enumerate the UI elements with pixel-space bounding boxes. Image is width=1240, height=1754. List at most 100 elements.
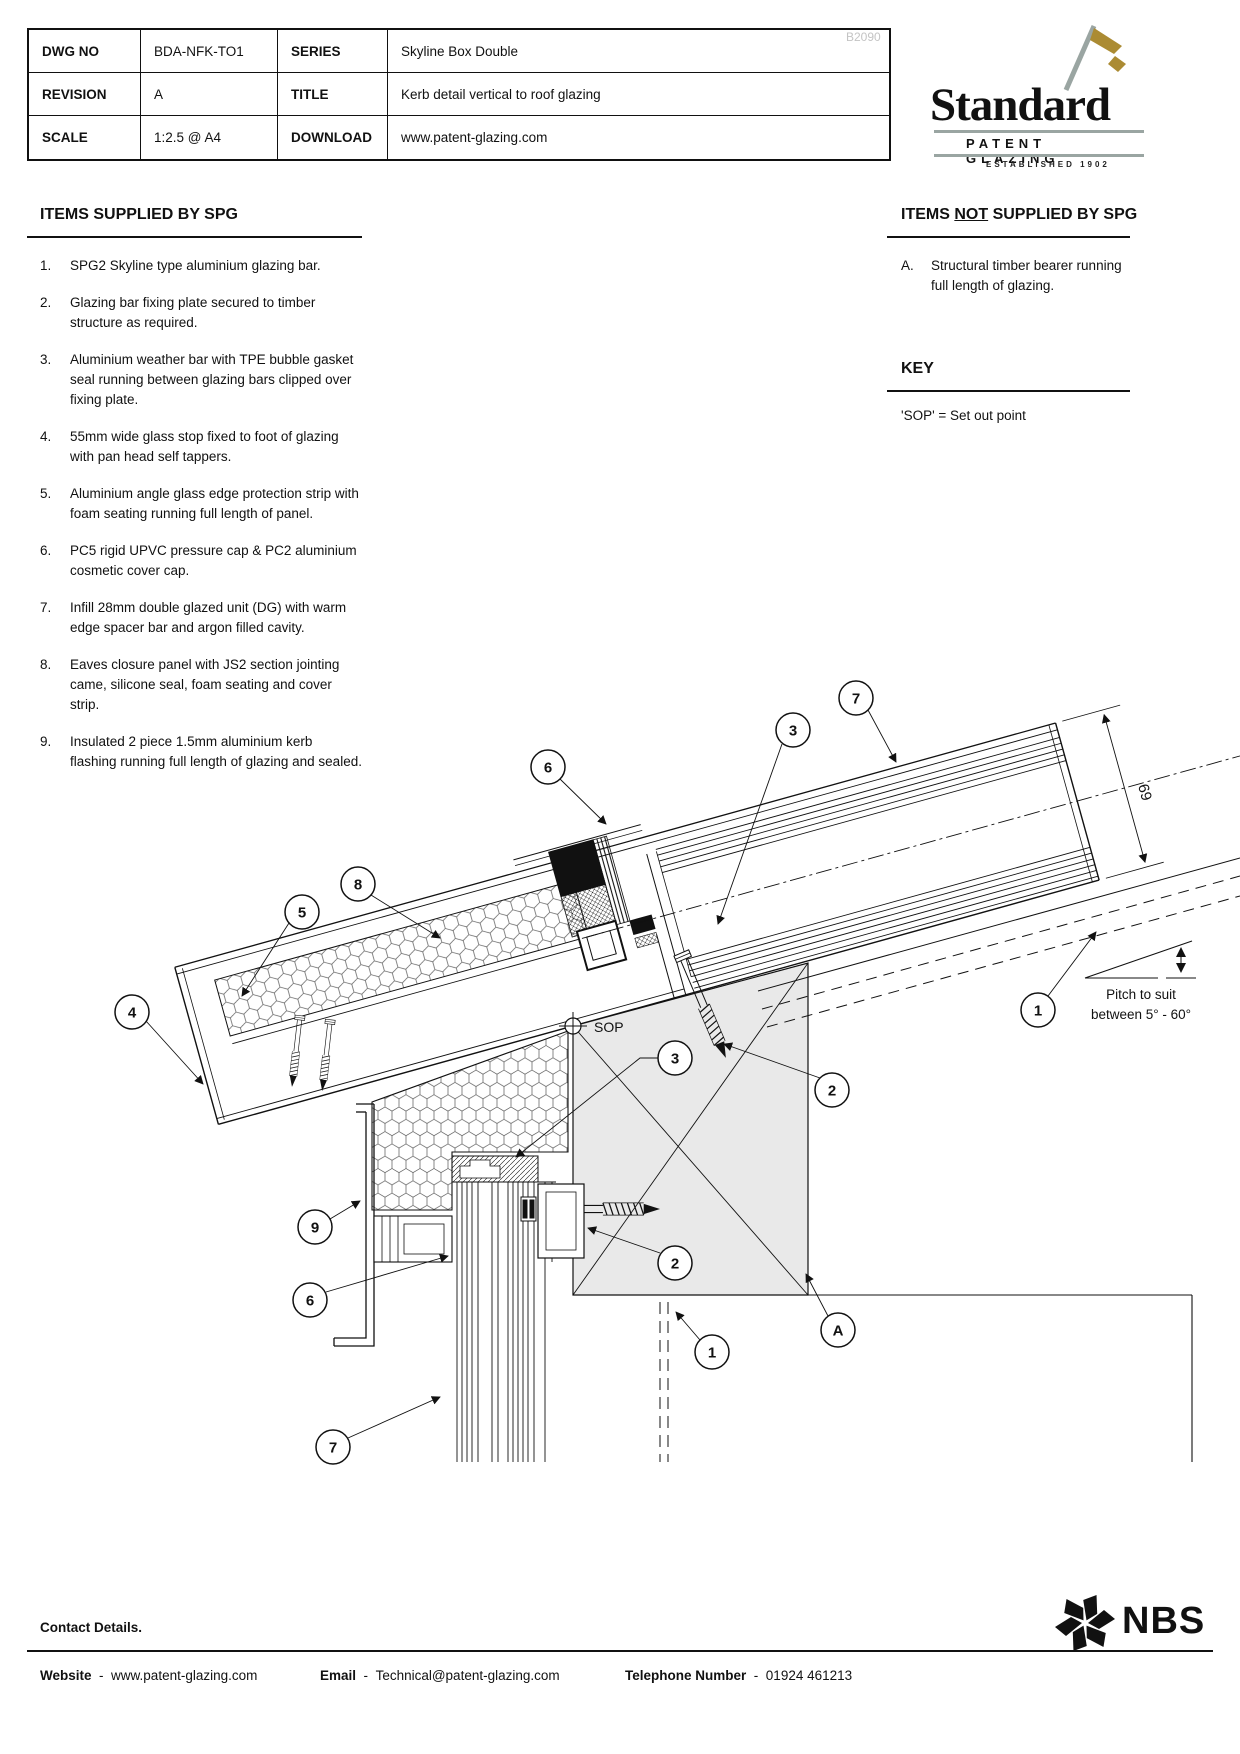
svg-text:3: 3 (671, 1051, 679, 1068)
svg-text:1: 1 (708, 1345, 716, 1362)
list-item: 4.55mm wide glass stop fixed to foot of … (40, 429, 339, 464)
pitch-text-line2: between 5° - 60° (1091, 1007, 1191, 1022)
dimension-text: 69 (1135, 782, 1156, 803)
pitch-indicator (1084, 940, 1196, 979)
kerb-flashing (333, 1103, 375, 1347)
download-value[interactable]: www.patent-glazing.com (401, 130, 548, 145)
items-supplied-heading: ITEMS SUPPLIED BY SPG (40, 206, 238, 223)
callout-4: 4 (114, 994, 150, 1030)
logo-rule-bottom (934, 154, 1144, 157)
glass-stop (373, 1215, 453, 1263)
key-text: 'SOP' = Set out point (901, 408, 1026, 423)
items-not-supplied-section: ITEMS NOT SUPPLIED BY SPG A.Structural t… (887, 206, 1151, 313)
list-item: 6.PC5 rigid UPVC pressure cap & PC2 alum… (40, 543, 357, 578)
callout-5: 5 (284, 894, 320, 930)
footer-phone: Telephone Number - 01924 461213 (625, 1668, 853, 1683)
logo-wordmark: Standard (930, 79, 1111, 131)
items-supplied-rule (27, 236, 362, 238)
items-supplied-list: 1.SPG2 Skyline type aluminium glazing ba… (40, 256, 375, 772)
list-item: 5.Aluminium angle glass edge protection … (40, 486, 359, 521)
title-block: DWG NO BDA-NFK-TO1 SERIES Skyline Box Do… (27, 28, 891, 161)
phone-value: 01924 461213 (765, 1668, 853, 1683)
callout-2-lower: 2 (657, 1245, 693, 1281)
revision-value: A (141, 73, 278, 116)
footer-email: Email - Technical@patent-glazing.com (320, 1668, 560, 1683)
scale-label: SCALE (29, 116, 141, 159)
footer-rule (27, 1650, 1213, 1652)
series-value: Skyline Box Double (388, 30, 889, 73)
svg-text:6: 6 (544, 760, 552, 777)
website-link[interactable]: www.patent-glazing.com (111, 1668, 258, 1683)
flag-icon (1063, 24, 1126, 92)
list-item: A.Structural timber bearer running full … (901, 258, 1122, 293)
key-section: KEY 'SOP' = Set out point (887, 360, 1151, 423)
footer-website: Website - www.patent-glazing.com (40, 1668, 258, 1683)
scale-value: 1:2.5 @ A4 (141, 116, 278, 159)
nbs-logo-text: NBS (1122, 1600, 1206, 1642)
kerb-insulation (371, 1030, 569, 1211)
double-glazed-unit (655, 737, 1099, 989)
svg-text:9: 9 (311, 1220, 319, 1237)
svg-text:7: 7 (852, 691, 860, 708)
callout-leaders (145, 709, 1097, 1439)
download-label: DOWNLOAD (278, 116, 388, 159)
callout-2-upper: 2 (814, 1072, 850, 1108)
sop-label: SOP (594, 1019, 624, 1035)
svg-text:8: 8 (354, 877, 362, 894)
pitch-text-line1: Pitch to suit (1106, 987, 1176, 1002)
callouts: 7 3 6 8 5 4 1 2 3 9 2 A 1 6 7 (114, 680, 1056, 1465)
key-rule (887, 390, 1130, 392)
list-item: 3.Aluminium weather bar with TPE bubble … (40, 352, 354, 407)
centre-line (581, 749, 1240, 939)
company-logo: Standard PATENT GLAZING ESTABLISHED 1902 (930, 24, 1148, 174)
list-item: 9.Insulated 2 piece 1.5mm aluminium kerb… (40, 734, 362, 769)
callout-3-roof: 3 (775, 712, 811, 748)
vertical-glazing-assembly (333, 1030, 585, 1462)
svg-text:1: 1 (1034, 1003, 1042, 1020)
svg-text:5: 5 (298, 905, 306, 922)
glazing-bar-section (548, 835, 692, 999)
svg-text:3: 3 (789, 723, 797, 740)
svg-text:A: A (833, 1323, 844, 1340)
items-not-supplied-heading: ITEMS NOT SUPPLIED BY SPG (901, 206, 1138, 223)
callout-1-bottom: 1 (694, 1334, 730, 1370)
svg-text:2: 2 (671, 1256, 679, 1273)
callout-6-bottom: 6 (292, 1282, 328, 1318)
fixing-plate (520, 1183, 585, 1259)
roof-glazing-assembly: 69 (174, 704, 1240, 1126)
callout-6-roof: 6 (530, 749, 566, 785)
contact-details-heading: Contact Details. (40, 1620, 143, 1635)
callout-8: 8 (340, 866, 376, 902)
title-value: Kerb detail vertical to roof glazing (388, 73, 889, 116)
callout-9: 9 (297, 1209, 333, 1245)
vertical-glass-lines (452, 1181, 556, 1462)
list-item: 2.Glazing bar fixing plate secured to ti… (40, 295, 316, 330)
title-label: TITLE (278, 73, 388, 116)
sop-marker (559, 1012, 587, 1040)
callout-3-mid: 3 (657, 1040, 693, 1076)
svg-text:6: 6 (306, 1293, 314, 1310)
dwg-no-value: BDA-NFK-TO1 (141, 30, 278, 73)
logo-rule-top (934, 130, 1144, 133)
items-not-supplied-rule (887, 236, 1130, 238)
support-structure (659, 857, 1240, 1462)
list-item: 8.Eaves closure panel with JS2 section j… (40, 657, 340, 712)
callout-1-right: 1 (1020, 992, 1056, 1028)
series-label: SERIES (278, 30, 388, 73)
email-link[interactable]: Technical@patent-glazing.com (375, 1668, 560, 1683)
svg-text:7: 7 (329, 1440, 337, 1457)
watermark: B2090 (846, 30, 881, 44)
list-item: 1.SPG2 Skyline type aluminium glazing ba… (40, 258, 321, 273)
callout-7-bottom: 7 (315, 1429, 351, 1465)
dimension-69: 69 (1062, 704, 1164, 879)
dwg-no-label: DWG NO (29, 30, 141, 73)
items-supplied-section: ITEMS SUPPLIED BY SPG 1.SPG2 Skyline typ… (27, 206, 375, 789)
logo-established: ESTABLISHED 1902 (986, 160, 1110, 169)
revision-label: REVISION (29, 73, 141, 116)
svg-text:4: 4 (128, 1005, 137, 1022)
callout-A: A (820, 1312, 856, 1348)
nbs-logo-icon (1055, 1595, 1115, 1651)
callout-7-roof: 7 (838, 680, 874, 716)
